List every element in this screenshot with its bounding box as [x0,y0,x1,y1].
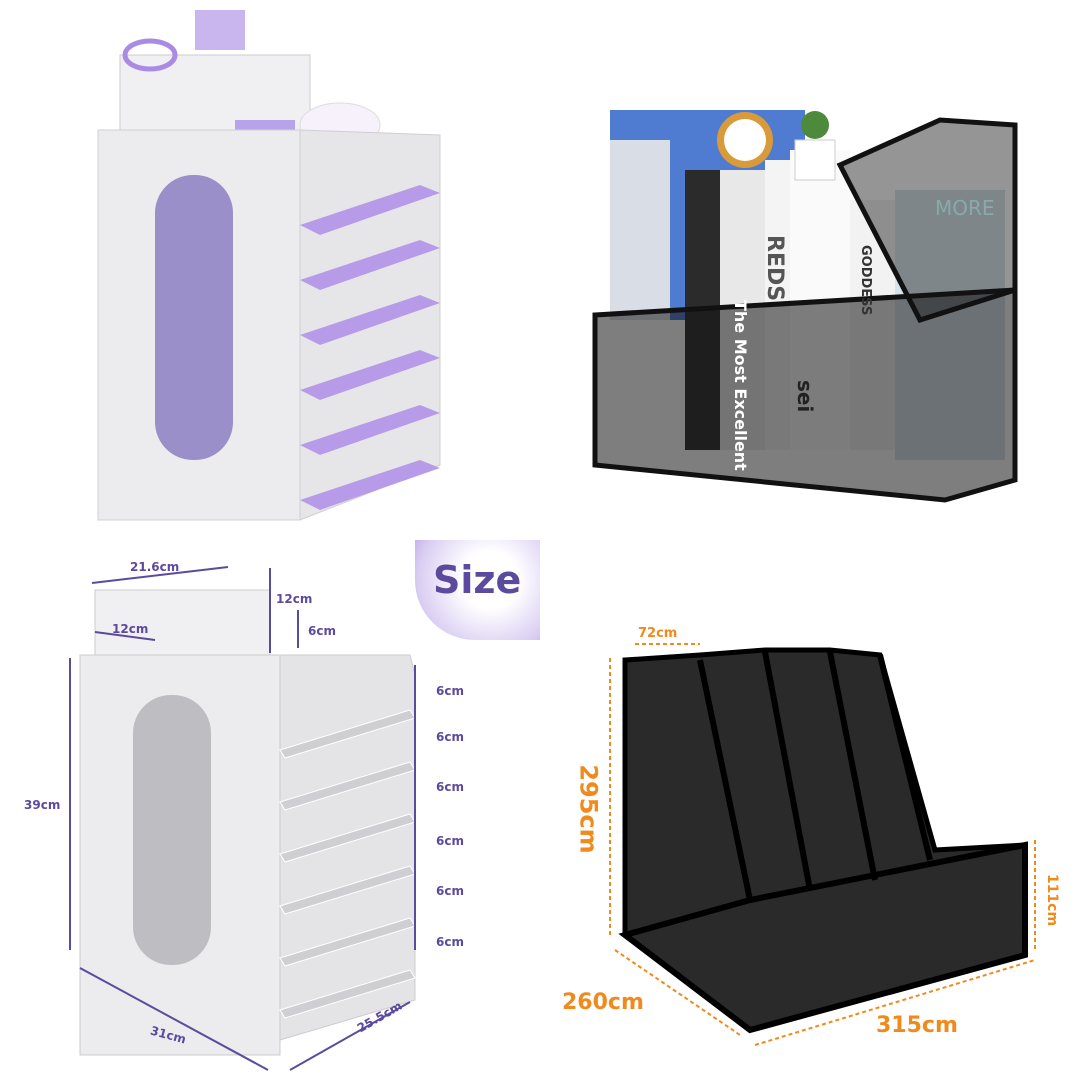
book-title: GODDESS [858,245,873,315]
dimension-shelf-spacing: 6cm [436,884,464,898]
mesh-organizer-photo: The Most Excellent REDS sei GODDESS MORE [540,0,1080,540]
dimension-shelf-spacing: 6cm [436,780,464,794]
dimension-front-height: 111cm [1044,873,1061,927]
paper-tray [300,350,440,400]
dimension-height: 39cm [24,798,61,812]
dimension-shelf-spacing: 6cm [436,730,464,744]
mesh-organizer-dimension-drawing [609,643,1036,1046]
paper-tray [300,185,440,235]
size-badge [415,540,540,640]
dimension-top-depth: 12cm [112,622,149,636]
shelf-tray [279,969,416,1019]
size-badge-label: Size [433,558,522,602]
dimension-width: 315cm [876,1013,958,1038]
mesh-organizer-illustration: The Most Excellent REDS sei GODDESS MORE [592,110,1018,503]
white-organizer-photo [0,0,540,540]
mesh-organizer-dimensions: 72cm 295cm 111cm 260cm 315cm [540,540,1080,1080]
dimension-shelf-spacing: 6cm [436,935,464,949]
dimension-shelf-spacing: 6cm [436,684,464,698]
paper-tray [300,460,440,510]
dimension-shelf-spacing: 6cm [436,834,464,848]
dimension-top-width: 21.6cm [130,560,180,574]
white-organizer-illustration [97,10,441,521]
dimension-top-height: 12cm [276,592,313,606]
dimension-depth: 260cm [562,990,644,1015]
white-organizer-dimensions: 21.6cm 12cm 12cm 6cm 39cm 31cm 25.5cm 6c… [0,540,540,1080]
paper-tray [300,295,440,345]
book-title: REDS [762,235,787,301]
book-title: MORE [935,196,995,220]
white-organizer-dimension-drawing [69,566,416,1071]
dimension-height: 295cm [574,764,603,854]
book-title: The Most Excellent [731,300,750,471]
paper-tray [300,240,440,290]
book-title: sei [793,380,817,412]
dimension-top-step: 6cm [308,624,336,638]
paper-tray [300,405,440,455]
dimension-slot-width: 72cm [638,626,678,641]
